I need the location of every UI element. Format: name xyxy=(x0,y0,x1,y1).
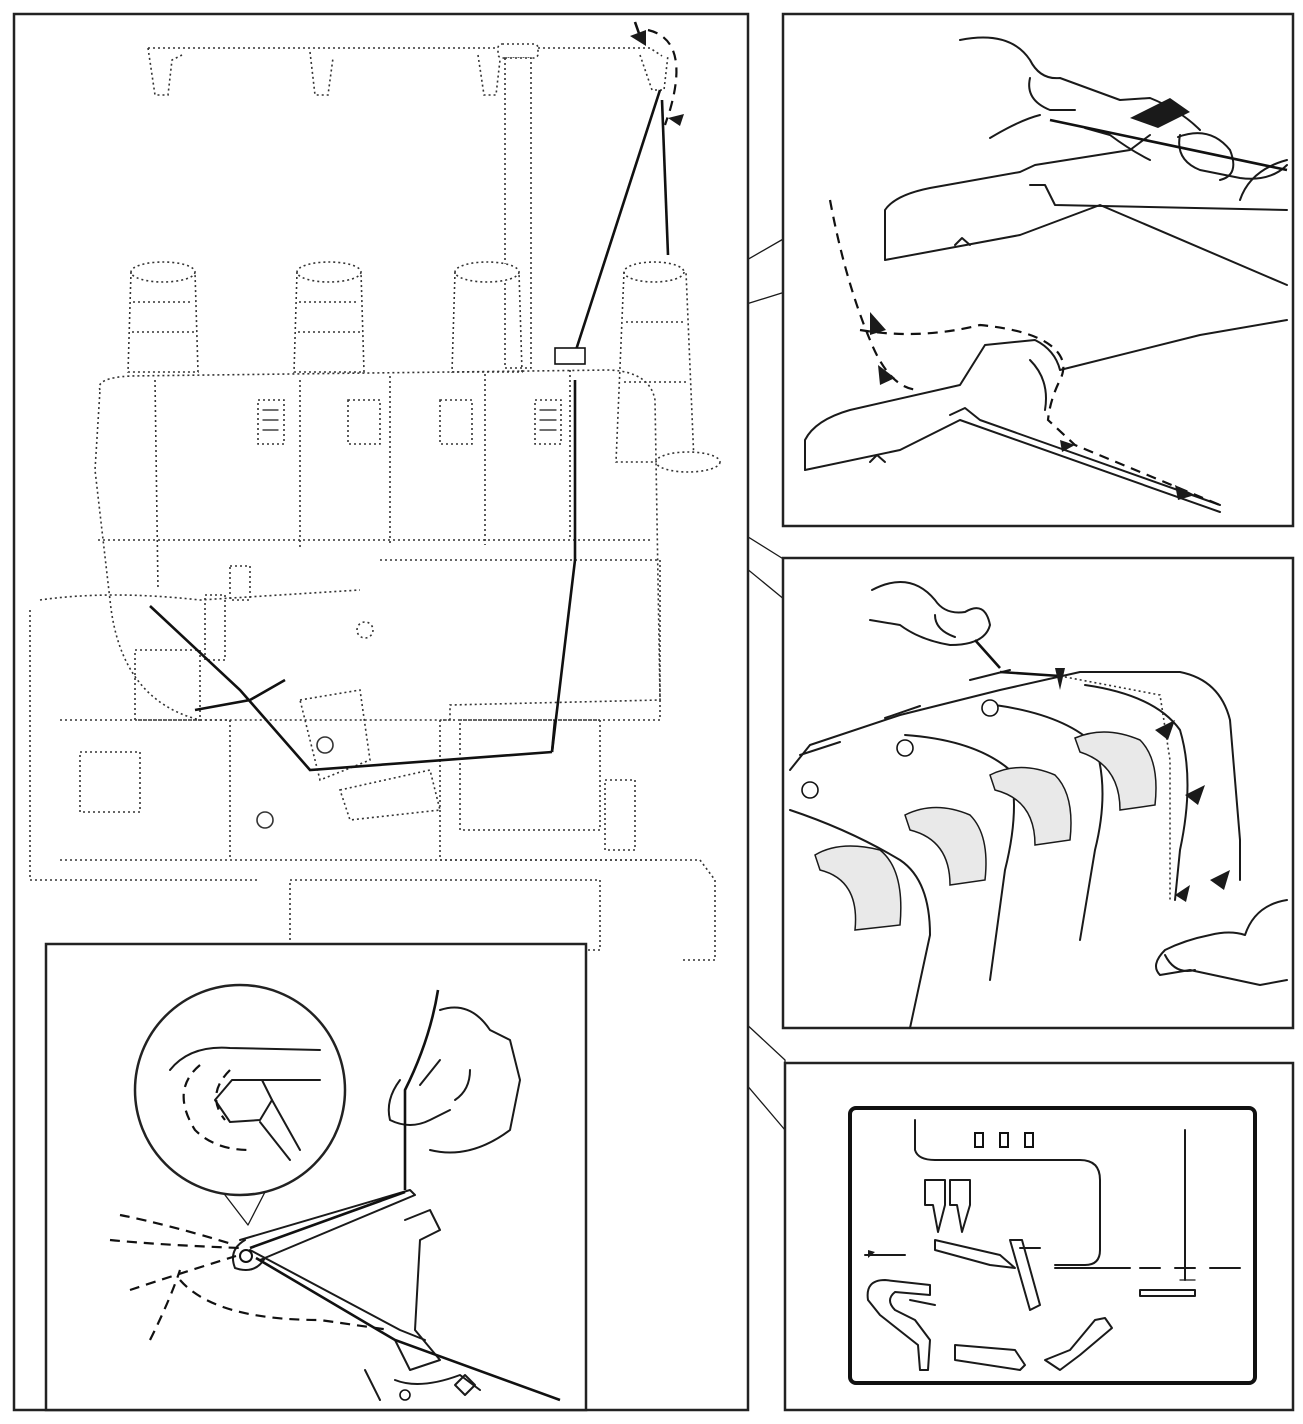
detail-looper-panel xyxy=(44,942,588,1412)
arrow-icon xyxy=(1130,98,1190,128)
hand-icon xyxy=(387,1006,521,1154)
arrow-icon xyxy=(630,21,684,126)
magnifier-icon xyxy=(133,983,347,1226)
arrow-icon xyxy=(1055,668,1230,902)
schematic-box xyxy=(848,1106,1257,1385)
hand-icon xyxy=(869,581,991,646)
needle-icon xyxy=(924,1179,971,1233)
spool-icon xyxy=(127,261,721,473)
detail-schematic-panel xyxy=(783,1061,1295,1412)
detail-looper-frame xyxy=(44,942,588,1412)
hand-icon xyxy=(1155,899,1288,986)
tension-dial-icon xyxy=(814,731,1157,931)
thread-stand-icon xyxy=(147,43,669,369)
detail-tension-dials-panel xyxy=(781,556,1295,1030)
serger-body xyxy=(29,369,716,961)
detail-thread-guide-panel xyxy=(781,12,1295,528)
detail-thread-guide-frame xyxy=(781,12,1295,528)
